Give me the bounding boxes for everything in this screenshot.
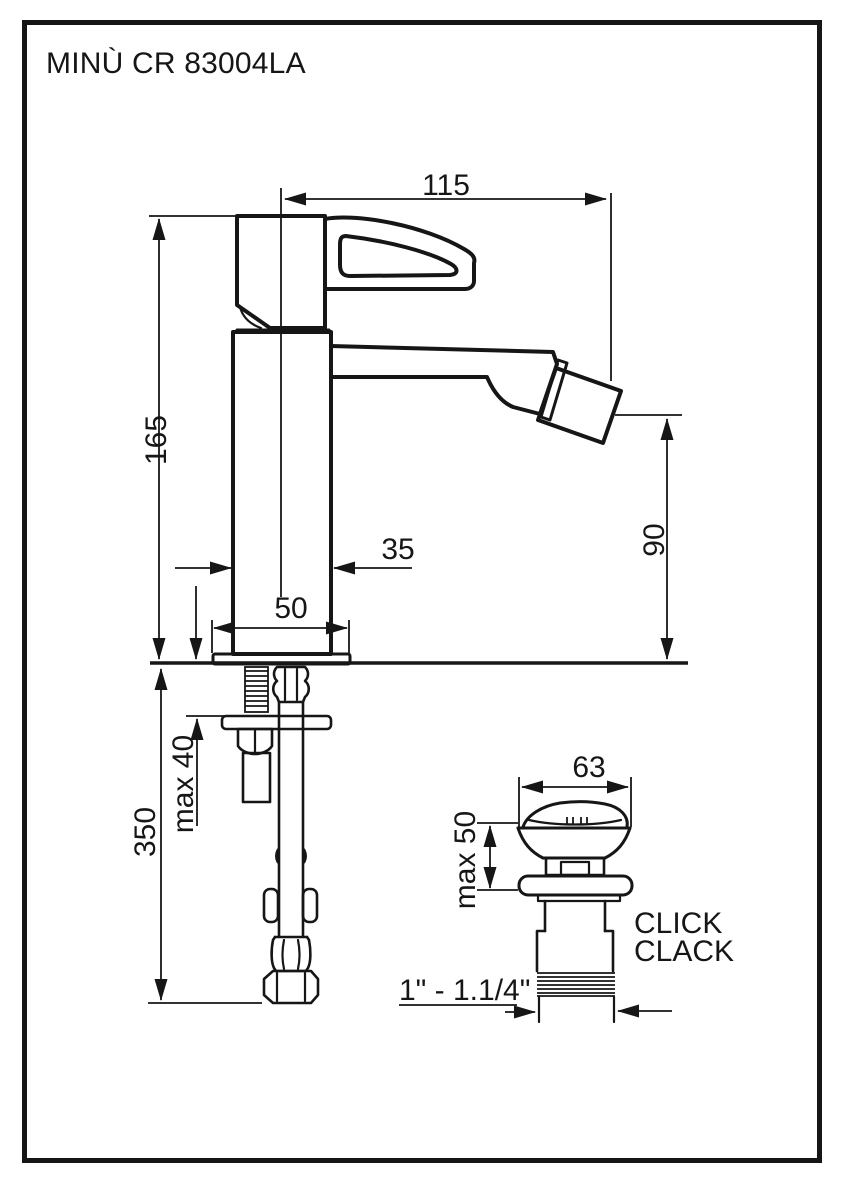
waste-cap-brim [527,818,623,826]
dim-body-depth: 35 [381,533,414,566]
waste-plug-window [559,860,591,877]
dim-base-width: 50 [274,592,307,625]
aerator-head [536,366,623,445]
union-left [262,887,280,924]
waste-flange [517,874,634,897]
waste-thread [537,972,615,997]
hose-mark-left [275,848,280,864]
cartridge-head [235,214,327,330]
stud-threads [245,670,268,707]
dim-body-height: 165 [140,415,173,465]
dimension-lines [152,192,674,1019]
threaded-stud [244,666,269,713]
dim-max-deck-thickness: max 40 [167,735,200,833]
waste-cone-left [516,826,545,860]
stud-lower [241,751,272,804]
hose-top-fitting [271,665,311,704]
product-code-title: MINÙ CR 83004LA [46,47,306,80]
handle-lever [323,215,477,291]
waste-plug-body [544,856,606,877]
under-deck-parts [220,665,333,1005]
hose-mark-right [302,848,307,864]
waste-body-left [535,929,547,973]
extension-lines [148,188,682,1006]
head-fillet [238,305,263,330]
dim-waste-cap-diameter: 63 [572,751,605,784]
dim-spout-height: 90 [638,523,671,556]
handle-cutout [338,234,459,278]
waste-cone-right [603,826,632,860]
dimension-labels: 115 165 90 35 50 max 40 350 63 max 50 CL… [129,169,734,1007]
waste-flange-lip [536,893,622,903]
dim-hose-length: 350 [129,807,162,857]
waste-label-click: CLICK [634,907,722,940]
union-right [301,887,319,924]
dim-waste-max-height: max 50 [449,811,482,909]
dim-spout-reach: 115 [422,169,470,202]
dim-waste-thread-size: 1" - 1.1/4" [399,974,530,1007]
base-plate [211,652,352,666]
waste-assembly [516,800,634,1024]
hose-end-sleeve [270,935,312,973]
spout [329,344,559,416]
hose-nut [262,969,320,1005]
mounting-plate [220,714,333,731]
waste-body-right [603,929,615,973]
waste-cap-dome [521,800,629,829]
waste-label-clack: CLACK [634,935,734,968]
faucet-outline [211,214,623,666]
waste-cap-ticks [566,817,588,824]
